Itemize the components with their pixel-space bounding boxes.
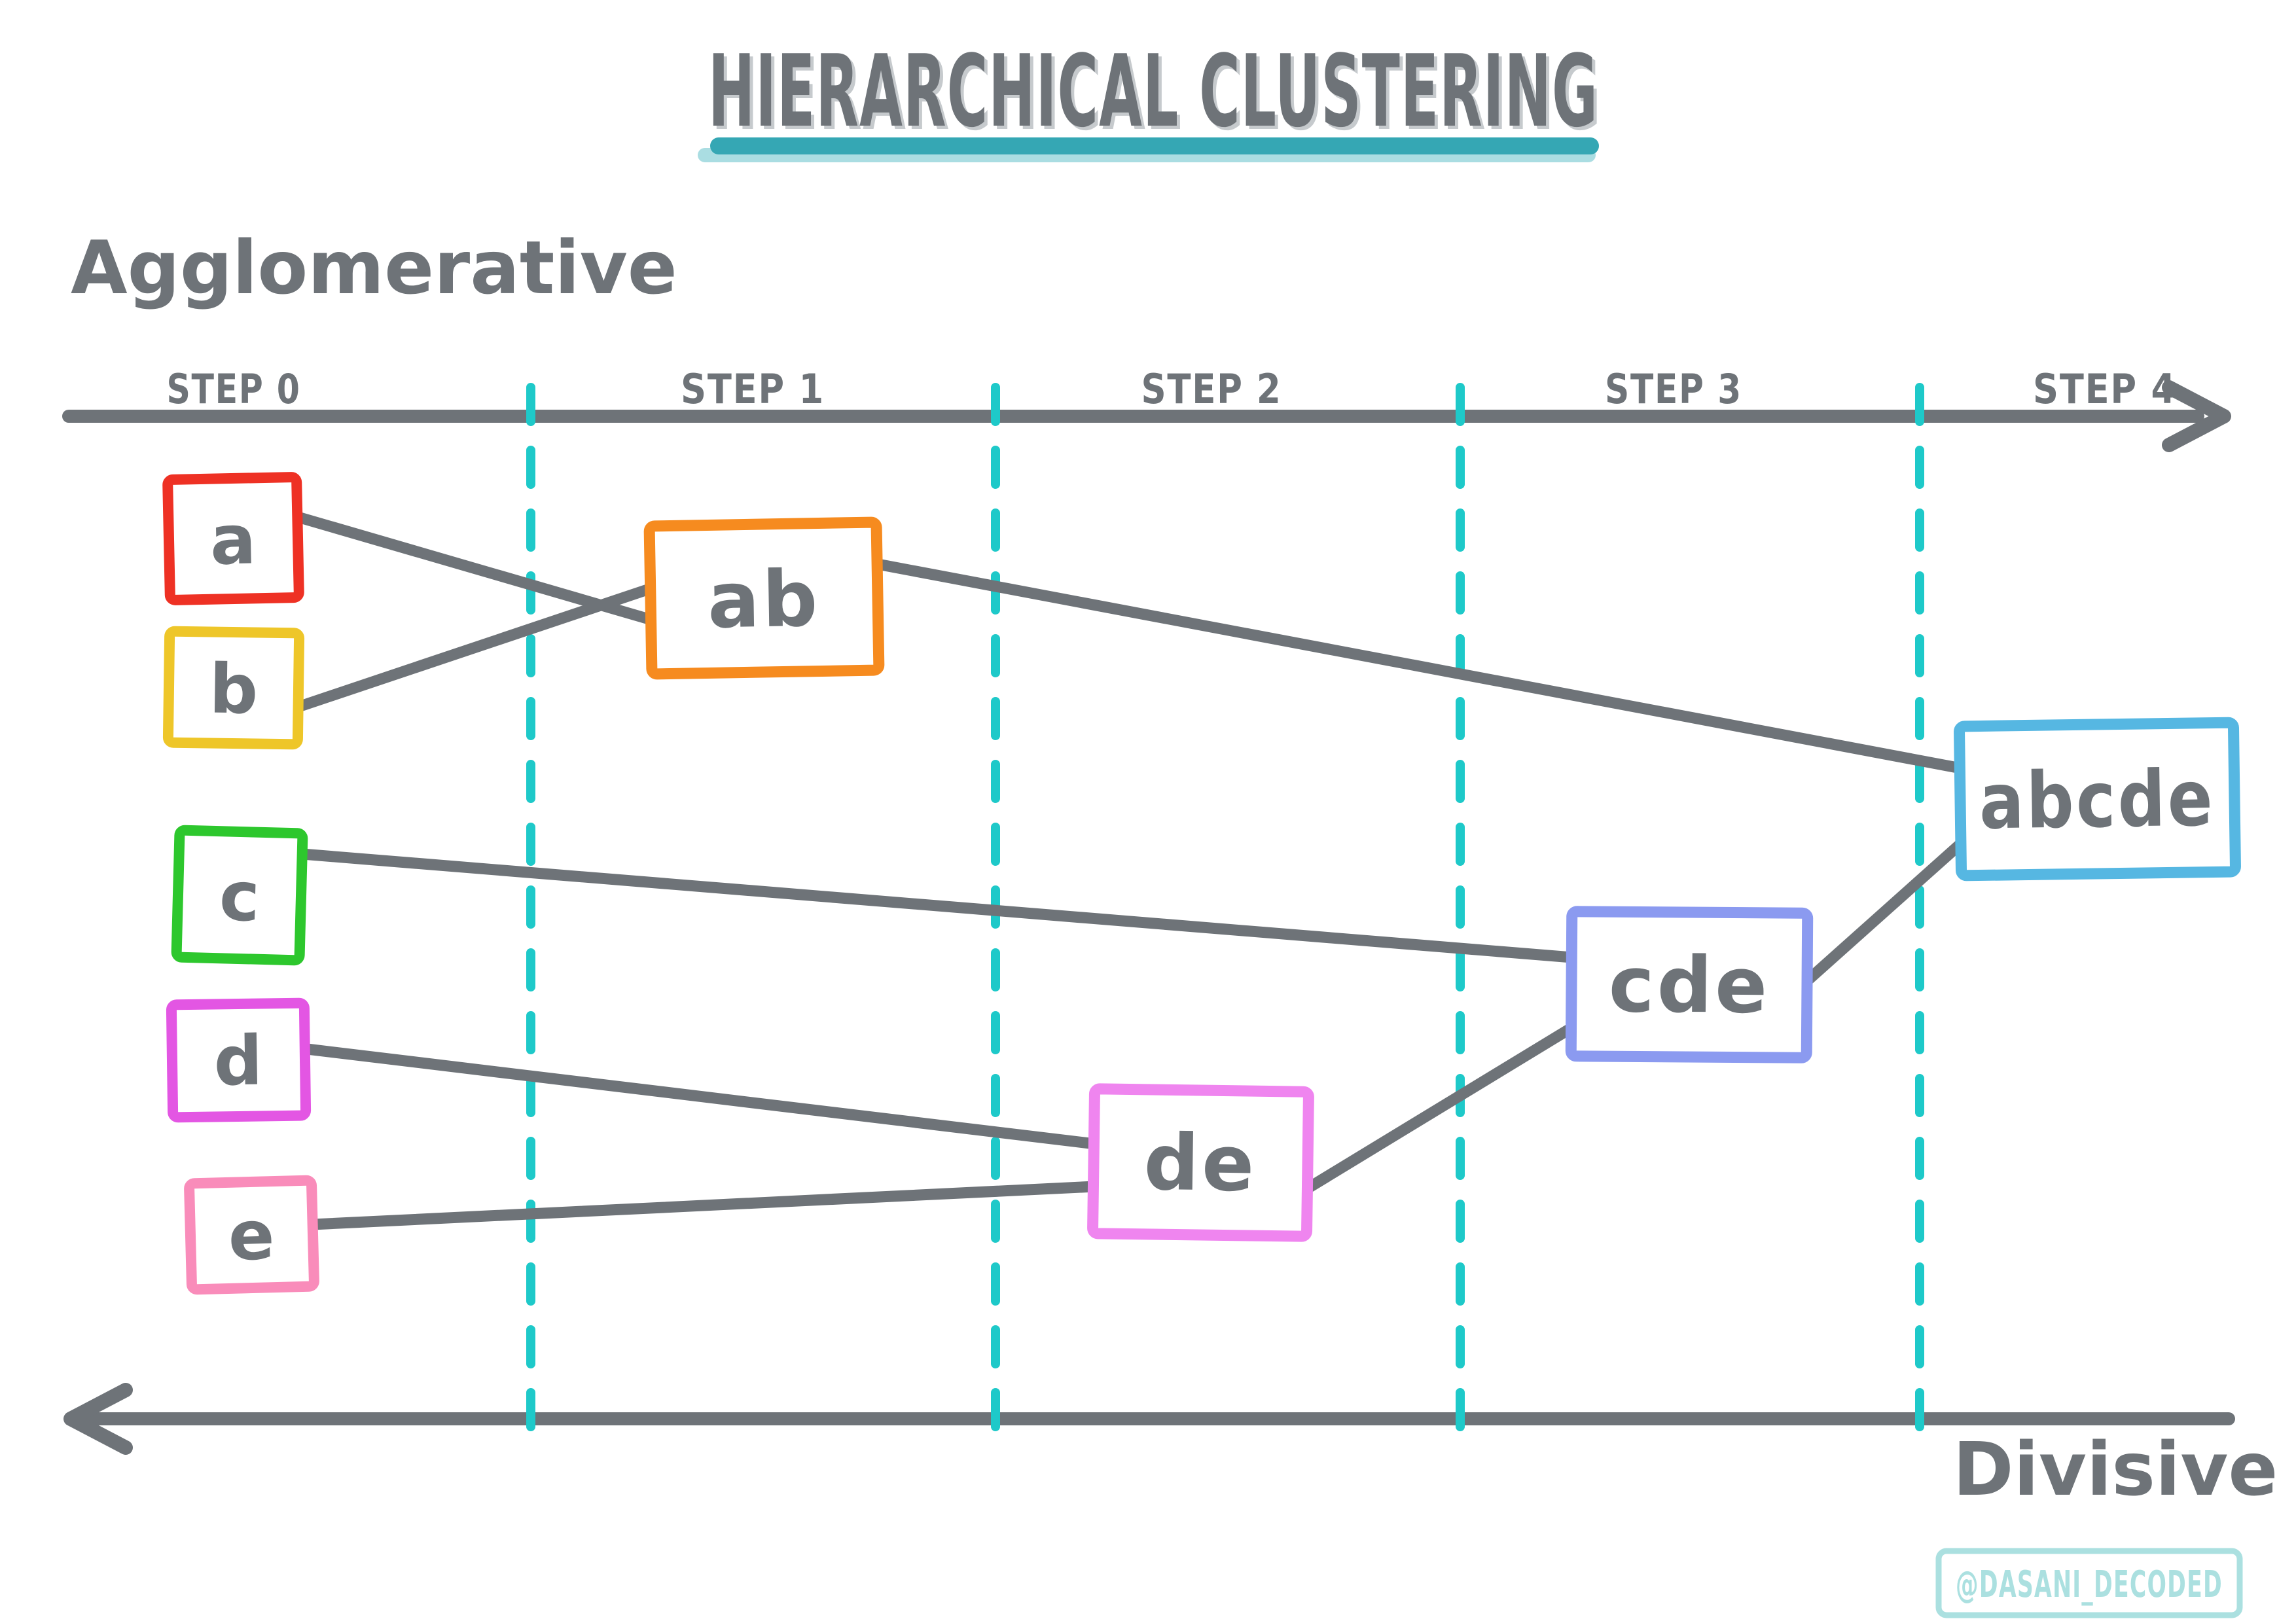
step-4-label: STEP 4	[2033, 365, 2177, 413]
node-cde-box	[1565, 906, 1814, 1063]
agglomerative-label: Agglomerative	[71, 226, 677, 311]
timeline-top-arrowhead-icon	[2162, 380, 2231, 452]
step-0-label: STEP 0	[167, 365, 301, 413]
node-a-label: a	[209, 499, 257, 580]
step-2-label: STEP 2	[1141, 365, 1282, 413]
node-abcde-label: abcde	[1979, 753, 2215, 846]
node-b-box	[162, 626, 305, 750]
node-ab-box	[643, 516, 885, 680]
watermark-text: @DASANI_DECODED	[1956, 1563, 2223, 1606]
divisive-label: Divisive	[1953, 1427, 2278, 1512]
node-de-label: de	[1143, 1117, 1257, 1209]
edge-d-to-de	[296, 1043, 1101, 1150]
node-c-box	[171, 825, 308, 966]
edge-b-to-ab	[296, 582, 657, 711]
node-de-box	[1087, 1083, 1314, 1242]
node-b-label: b	[209, 649, 259, 729]
edge-ab-to-abcde	[872, 558, 1967, 774]
node-abcde-box	[1954, 717, 2241, 882]
node-e-box	[184, 1175, 319, 1295]
step-1-label: STEP 1	[681, 365, 825, 413]
page-title: HIERARCHICAL CLUSTERING	[708, 33, 1598, 149]
node-e-label: e	[227, 1195, 276, 1276]
timeline-bottom-arrowhead-icon	[63, 1383, 133, 1455]
edge-de-to-cde	[1300, 1022, 1578, 1195]
title-underline	[710, 137, 1599, 154]
edge-c-to-cde	[296, 848, 1578, 963]
edge-e-to-de	[307, 1181, 1101, 1230]
node-d-label: d	[213, 1020, 263, 1101]
node-ab-label: ab	[707, 554, 821, 646]
node-a-box	[162, 472, 304, 605]
node-cde-label: cde	[1608, 939, 1770, 1031]
node-d-box	[166, 997, 312, 1123]
step-3-label: STEP 3	[1605, 365, 1742, 413]
watermark-frame	[1935, 1548, 2243, 1618]
edge-cde-to-abcde	[1803, 838, 1967, 986]
node-c-label: c	[219, 856, 261, 937]
